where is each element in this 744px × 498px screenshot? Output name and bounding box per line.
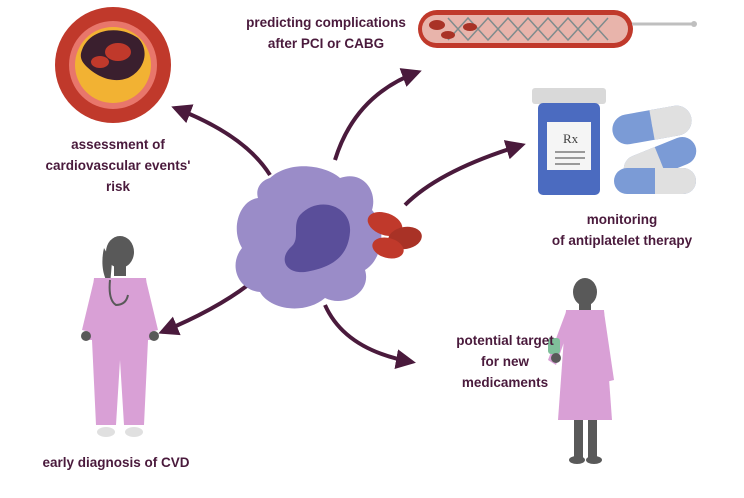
label-line: of antiplatelet therapy xyxy=(551,233,693,248)
rx-text: Rx xyxy=(563,131,579,146)
label-line: monitoring xyxy=(586,212,658,227)
arrow-to-cvd xyxy=(158,283,250,336)
label-antiplatelet-monitoring: monitoring of antiplatelet therapy xyxy=(536,209,708,251)
label-line: early diagnosis of CVD xyxy=(42,455,190,470)
platelet-cell-icon xyxy=(235,166,422,309)
label-line: after PCI or CABG xyxy=(267,36,385,51)
arrows xyxy=(158,68,526,370)
arrow-to-risk xyxy=(171,104,272,177)
label-line: potential target xyxy=(456,333,554,348)
artery-cross-section-icon xyxy=(55,7,171,123)
label-line: assessment of xyxy=(71,137,165,152)
arrow-to-pci xyxy=(333,68,422,161)
label-line: predicting complications xyxy=(246,15,406,30)
label-potential-target: potential target for new medicaments xyxy=(420,330,590,393)
label-risk-assessment: assessment of cardiovascular events' ris… xyxy=(18,134,218,197)
stent-in-vessel-icon xyxy=(418,10,697,48)
label-line: risk xyxy=(105,179,131,194)
label-line: medicaments xyxy=(461,375,549,390)
label-pci-complications: predicting complications after PCI or CA… xyxy=(226,12,426,54)
capsule-icon xyxy=(612,105,697,194)
label-line: for new xyxy=(480,354,529,369)
arrow-to-target xyxy=(323,304,416,370)
medicine-bottle-icon: Rx xyxy=(532,88,606,195)
scientist-icon xyxy=(548,278,614,464)
label-line: cardiovascular events' xyxy=(45,158,191,173)
label-early-diagnosis: early diagnosis of CVD xyxy=(14,452,218,473)
nurse-icon xyxy=(81,236,159,437)
arrow-to-antiplatelet xyxy=(403,140,526,207)
